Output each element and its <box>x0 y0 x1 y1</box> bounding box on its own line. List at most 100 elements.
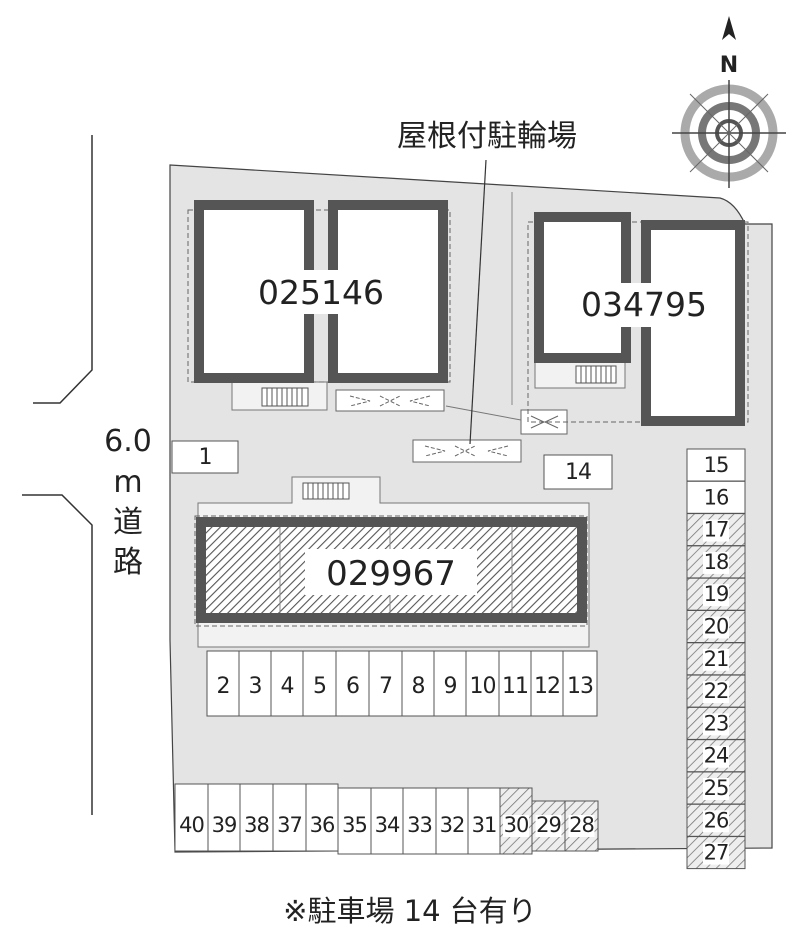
parking-label-backdrop <box>703 648 729 671</box>
parking-space-number: 23 <box>704 711 729 735</box>
parking-space-number: 8 <box>412 674 425 699</box>
parking-space-box <box>401 650 435 717</box>
parking-space-32: 32 <box>435 787 469 855</box>
parking-space-number: 35 <box>342 813 367 837</box>
parking-space-12: 12 <box>530 650 564 717</box>
parking-space-box <box>686 480 746 514</box>
parking-space-36: 36 <box>305 783 339 852</box>
parking-space-box <box>337 787 372 855</box>
parking-space-box <box>562 650 598 717</box>
parking-label-backdrop <box>703 681 729 704</box>
parking-space-26: 26 <box>686 803 746 837</box>
parking-space-28: 28 <box>564 800 599 852</box>
parking-space-box <box>370 787 404 855</box>
parking-space-box <box>302 650 337 717</box>
parking-space-4: 4 <box>270 650 304 717</box>
parking-space-number: 17 <box>704 518 729 542</box>
parking-space-box <box>305 783 339 852</box>
building-034795: 034795 <box>527 212 749 426</box>
parking-label-backdrop <box>703 616 729 639</box>
parking-label-backdrop <box>568 815 595 837</box>
parking-space-10: 10 <box>465 650 500 717</box>
road-kanji-2: 路 <box>113 545 143 580</box>
parking-space-box <box>174 783 209 852</box>
parking-space-number: 24 <box>704 744 729 768</box>
parking-space-number: 6 <box>346 674 359 699</box>
parking-space-box <box>433 650 467 717</box>
parking-space-15: 15 <box>686 448 746 482</box>
parking-space-25: 25 <box>686 771 746 805</box>
parking-space-33: 33 <box>402 787 437 855</box>
parking-space-23: 23 <box>686 706 746 740</box>
parking-space-number: 14 <box>565 460 591 485</box>
parking-space-2: 2 <box>206 650 240 717</box>
parking-space-box <box>402 787 437 855</box>
parking-space-number: 22 <box>704 679 729 703</box>
road-label: 6.0 m 道 路 <box>104 424 152 580</box>
parking-space-box <box>270 650 304 717</box>
parking-space-number: 32 <box>440 813 465 837</box>
parking-space-1: 1 <box>171 440 239 474</box>
parking-space-number: 36 <box>310 813 335 837</box>
parking-space-box <box>206 650 240 717</box>
parking-space-number: 21 <box>704 647 729 671</box>
building-id-034795: 034795 <box>581 285 707 324</box>
parking-label-backdrop <box>703 745 729 768</box>
parking-space-number: 13 <box>567 674 593 699</box>
parking-space-35: 35 <box>337 787 372 855</box>
building-029967: 029967 <box>194 476 590 648</box>
parking-space-number: 3 <box>249 674 262 699</box>
parking-space-number: 11 <box>502 674 528 699</box>
parking-label-backdrop <box>703 584 729 607</box>
road-edges <box>22 135 93 815</box>
parking-space-box <box>530 650 564 717</box>
parking-space-number: 16 <box>704 485 729 509</box>
parking-space-number: 30 <box>504 813 529 837</box>
compass-north-label: N <box>720 53 738 78</box>
parking-space-13: 13 <box>562 650 598 717</box>
parking-space-19: 19 <box>686 577 746 611</box>
parking-label-backdrop <box>703 778 729 800</box>
parking-space-number: 1 <box>199 445 212 470</box>
building-id-025146: 025146 <box>258 273 384 312</box>
parking-space-box <box>465 650 500 717</box>
parking-space-box <box>239 783 274 852</box>
parking-space-box <box>435 787 469 855</box>
parking-label-backdrop <box>535 815 562 837</box>
parking-space-number: 12 <box>534 674 560 699</box>
parking-space-6: 6 <box>335 650 370 717</box>
parking-space-22: 22 <box>686 674 746 708</box>
parking-space-number: 39 <box>212 813 237 837</box>
parking-space-number: 27 <box>704 841 729 865</box>
parking-space-box <box>686 448 746 482</box>
parking-label-backdrop <box>703 551 729 574</box>
parking-space-24: 24 <box>686 739 746 773</box>
parking-space-box <box>498 650 532 717</box>
parking-space-16: 16 <box>686 480 746 514</box>
parking-space-34: 34 <box>370 787 404 855</box>
parking-space-box <box>368 650 403 717</box>
parking-space-box <box>171 440 239 474</box>
parking-space-number: 33 <box>407 813 432 837</box>
parking-space-number: 37 <box>277 813 302 837</box>
parking-space-number: 10 <box>470 674 496 699</box>
parking-space-7: 7 <box>368 650 403 717</box>
road-width-label: 6.0 <box>104 424 152 459</box>
parking-space-31: 31 <box>467 787 501 855</box>
parking-space-number: 25 <box>704 776 729 800</box>
road-kanji-1: 道 <box>113 505 143 540</box>
parking-space-number: 38 <box>244 813 269 837</box>
bike-shelter-label: 屋根付駐輪場 <box>397 119 577 154</box>
parking-space-21: 21 <box>686 642 746 676</box>
parking-space-number: 20 <box>704 615 729 639</box>
compass-icon: N <box>672 16 786 188</box>
parking-space-38: 38 <box>239 783 274 852</box>
parking-space-39: 39 <box>207 783 241 852</box>
parking-space-box <box>335 650 370 717</box>
parking-label-backdrop <box>503 815 529 837</box>
parking-space-number: 15 <box>704 453 729 477</box>
parking-space-number: 5 <box>313 674 326 699</box>
parking-label-backdrop <box>703 519 729 542</box>
parking-label-backdrop <box>703 842 729 865</box>
